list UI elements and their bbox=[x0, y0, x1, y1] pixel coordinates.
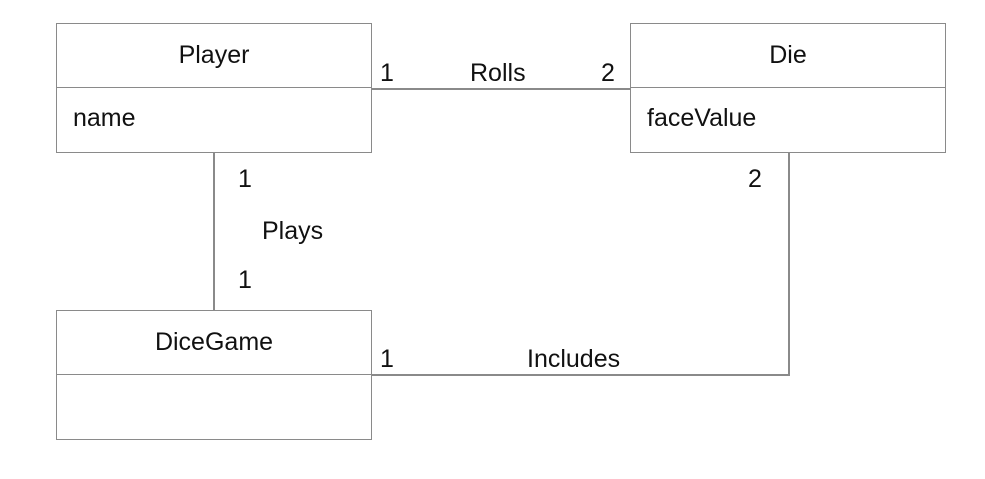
includes-association-line-horizontal bbox=[371, 374, 789, 376]
dicegame-attributes-compartment bbox=[57, 375, 371, 439]
dicegame-class-name: DiceGame bbox=[57, 311, 371, 375]
rolls-target-multiplicity: 2 bbox=[601, 59, 615, 87]
die-class-box: Die faceValue bbox=[630, 23, 946, 153]
rolls-association-label: Rolls bbox=[470, 59, 526, 87]
player-attribute-name: name bbox=[73, 104, 136, 132]
player-class-name: Player bbox=[57, 24, 371, 88]
die-attribute-facevalue: faceValue bbox=[647, 104, 757, 132]
includes-source-multiplicity: 1 bbox=[380, 345, 394, 373]
die-attributes-compartment: faceValue bbox=[631, 88, 945, 152]
die-class-name: Die bbox=[631, 24, 945, 88]
dicegame-class-box: DiceGame bbox=[56, 310, 372, 440]
includes-target-multiplicity: 2 bbox=[748, 165, 762, 193]
plays-association-label: Plays bbox=[262, 217, 324, 245]
plays-target-multiplicity: 1 bbox=[238, 266, 252, 294]
includes-association-label: Includes bbox=[527, 345, 621, 373]
player-class-box: Player name bbox=[56, 23, 372, 153]
plays-source-multiplicity: 1 bbox=[238, 165, 252, 193]
rolls-association-line bbox=[371, 88, 630, 90]
includes-association-line-vertical bbox=[788, 152, 790, 376]
rolls-source-multiplicity: 1 bbox=[380, 59, 394, 87]
player-attributes-compartment: name bbox=[57, 88, 371, 152]
plays-association-line bbox=[213, 152, 215, 311]
